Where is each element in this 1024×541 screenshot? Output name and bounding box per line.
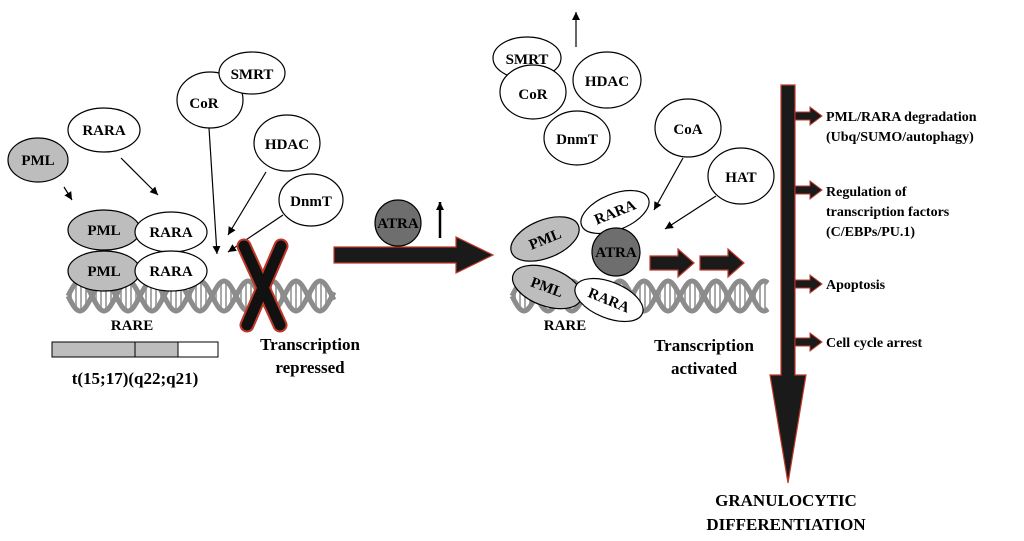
released-smrt-label: SMRT	[506, 52, 549, 68]
recruitment-arrows-left	[63, 127, 284, 255]
released-dnmt: DnmT	[543, 110, 611, 166]
outcome-branch-4	[794, 332, 823, 352]
coa-label: CoA	[673, 122, 702, 138]
right-panel: SMRT CoR HDAC DnmT CoA HAT	[492, 12, 775, 378]
outcome-1-line1: PML/RARA degradation	[826, 110, 977, 125]
bound-rara-bottom-label: RARA	[149, 264, 192, 280]
dnmt-label: DnmT	[290, 194, 332, 210]
smrt-label: SMRT	[231, 67, 274, 83]
dnmt-circle: DnmT	[278, 173, 344, 227]
bound-rara-bottom: RARA	[134, 250, 208, 292]
free-pml: PML	[7, 137, 69, 183]
dna-strand	[65, 278, 337, 314]
atra-label: ATRA	[377, 216, 419, 232]
outcome-4-line1: Cell cycle arrest	[826, 336, 922, 351]
bound-pml-bottom: PML	[67, 250, 141, 292]
recruitment-arrows-right	[653, 157, 717, 230]
translocation-bar	[51, 341, 219, 358]
differentiation-pathway: PML/RARA degradation (Ubq/SUMO/autophagy…	[706, 84, 977, 534]
bound-pml-top: PML	[67, 209, 141, 251]
outcome-2-line2: transcription factors	[826, 205, 950, 220]
atra-molecule	[374, 199, 422, 247]
outcome-branch-3	[794, 274, 823, 294]
outcome-2-line3: (C/EBPs/PU.1)	[826, 225, 915, 240]
bound-rara-bottom-right: RARA	[574, 277, 644, 323]
bound-rara-top-right: RARA	[580, 189, 650, 235]
released-hdac-label: HDAC	[585, 74, 629, 90]
hat-circle: HAT	[707, 147, 775, 205]
bound-pml-bottom-right: PML	[511, 264, 583, 310]
bound-pml-top-label: PML	[87, 223, 120, 239]
hdac-circle: HDAC	[253, 114, 321, 172]
treatment-arrow	[333, 236, 495, 274]
left-panel: PML RARA CoR SMRT HDAC DnmT	[7, 51, 360, 388]
outcome-branch-1	[794, 106, 823, 126]
released-dnmt-label: DnmT	[556, 132, 598, 148]
bound-rara-top-label: RARA	[149, 225, 192, 241]
hdac-label: HDAC	[265, 137, 309, 153]
bound-rara-top: RARA	[134, 211, 208, 253]
outcome-1-line2: (Ubq/SUMO/autophagy)	[826, 130, 974, 145]
coa-circle: CoA	[654, 98, 722, 158]
result-line2: DIFFERENTIATION	[706, 515, 866, 534]
outcome-branch-2	[794, 180, 823, 200]
translocation-label: t(15;17)(q22;q21)	[72, 369, 199, 388]
rare-label-right: RARE	[544, 318, 587, 334]
free-rara-label: RARA	[82, 123, 125, 139]
free-pml-label: PML	[21, 153, 54, 169]
bound-pml-bottom-label: PML	[87, 264, 120, 280]
free-rara: RARA	[67, 107, 141, 153]
activated-caption-line2: activated	[671, 359, 738, 378]
repression-cross-icon	[236, 238, 289, 333]
result-line1: GRANULOCYTIC	[715, 491, 857, 510]
bound-atra-label: ATRA	[595, 245, 637, 261]
repressed-caption-line2: repressed	[275, 358, 345, 377]
released-cor-label: CoR	[518, 87, 547, 103]
atra-treatment: ATRA	[333, 199, 495, 274]
rare-label-left: RARE	[111, 318, 154, 334]
main-differentiation-arrow	[769, 84, 807, 484]
bound-pml-top-right: PML	[510, 216, 580, 262]
repressed-caption-line1: Transcription	[260, 335, 360, 354]
released-cor: CoR	[499, 64, 567, 120]
cor-label: CoR	[189, 96, 218, 112]
transcription-arrows	[649, 247, 745, 279]
hat-label: HAT	[725, 170, 756, 186]
smrt-circle: SMRT	[218, 51, 286, 95]
outcome-3-line1: Apoptosis	[826, 278, 886, 293]
activated-caption-line1: Transcription	[654, 336, 754, 355]
bound-atra: ATRA	[591, 227, 641, 277]
released-hdac: HDAC	[572, 51, 642, 109]
outcome-2-line1: Regulation of	[826, 185, 907, 200]
